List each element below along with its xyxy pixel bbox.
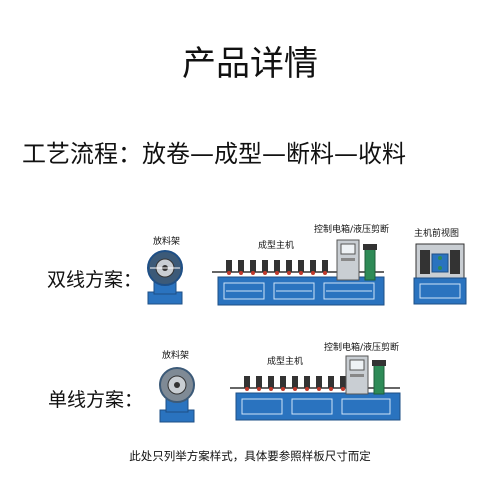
- forming-machine-illustration: [230, 376, 401, 421]
- control-cabinet-illustration: [345, 355, 386, 395]
- double-forming-label: 成型主机: [258, 241, 295, 251]
- process-separator: —: [190, 140, 214, 168]
- process-separator: —: [262, 140, 286, 168]
- process-step: 放卷: [142, 140, 190, 168]
- double-line-label: 双线方案：: [47, 269, 143, 291]
- double-front-view-label: 主机前视图: [414, 229, 460, 239]
- single-line-label: 单线方案：: [48, 389, 144, 411]
- decoiler-illustration: [147, 250, 183, 305]
- control-cabinet-illustration: [336, 239, 377, 281]
- decoiler-illustration: [159, 367, 195, 423]
- single-decoiler-label: 放料架: [162, 351, 190, 361]
- single-control-label: 控制电箱/液压剪断: [324, 343, 400, 353]
- process-step: 收料: [358, 140, 406, 168]
- process-step: 断料: [286, 140, 334, 168]
- forming-machine-illustration: [212, 260, 385, 306]
- single-forming-label: 成型主机: [267, 357, 304, 367]
- footnote: 此处只列举方案样式，具体要参照样板尺寸而定: [129, 449, 371, 463]
- process-label: 工艺流程：: [22, 140, 142, 168]
- process-flow: 工艺流程：放卷—成型—断料—收料: [22, 134, 406, 169]
- process-step: 成型: [214, 140, 262, 168]
- process-separator: —: [334, 140, 358, 168]
- double-control-label: 控制电箱/液压剪断: [314, 225, 390, 235]
- double-decoiler-label: 放料架: [153, 237, 181, 247]
- page-title: 产品详情: [182, 44, 318, 84]
- front-view-illustration: [413, 243, 467, 305]
